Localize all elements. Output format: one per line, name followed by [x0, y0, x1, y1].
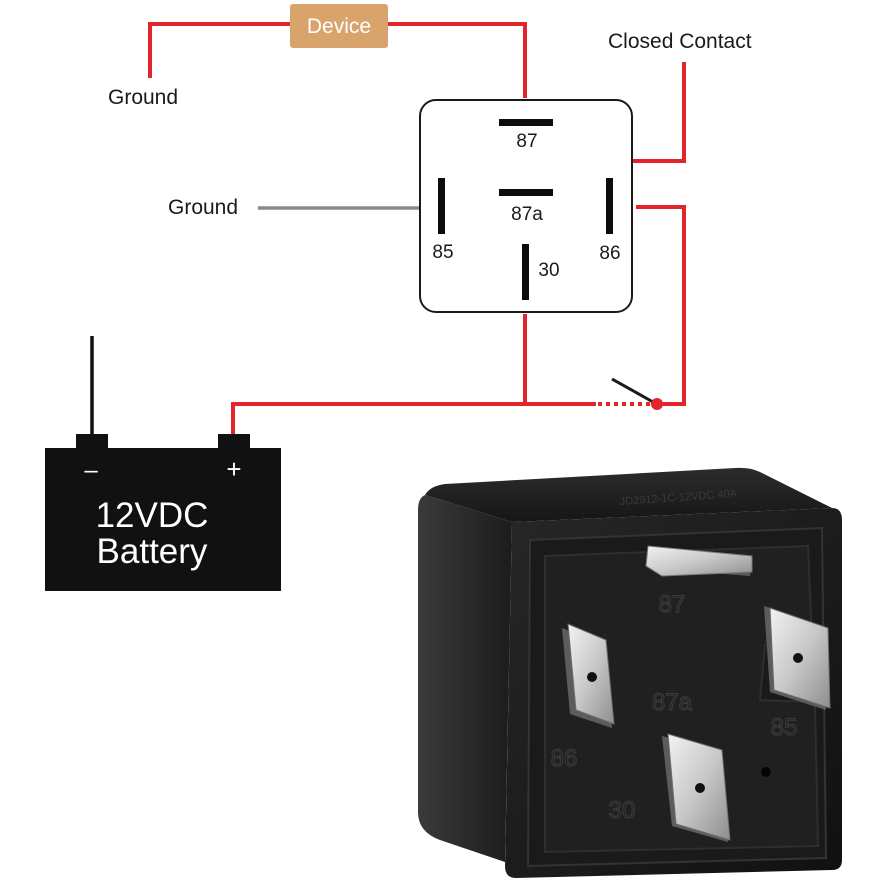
pin-87-bar: [499, 119, 553, 126]
battery: – + 12VDC Battery: [45, 434, 281, 591]
relay-left-face: [418, 495, 512, 862]
photo-pin-30-label: 30: [609, 797, 636, 824]
battery-label-line2: Battery: [97, 532, 208, 571]
battery-plus-sign: +: [226, 454, 241, 484]
relay-top-face: [425, 467, 832, 522]
pin-87a-label: 87a: [511, 204, 543, 225]
switch-contact-dot: [651, 398, 663, 410]
pin-85-label: 85: [432, 242, 453, 263]
pin-87a-bar: [499, 189, 553, 196]
pin-86-bar: [606, 178, 613, 234]
photo-pin-85-label: 85: [771, 714, 798, 741]
pin-30-bar: [522, 244, 529, 300]
photo-terminal-85: [764, 606, 831, 710]
wire-ground-to-device: [148, 22, 290, 78]
battery-minus-sign: –: [84, 457, 98, 484]
battery-pos-terminal: [218, 434, 250, 450]
ground-top-label: Ground: [108, 86, 178, 109]
photo-pin-86-label: 86: [551, 745, 578, 772]
pin-87-label: 87: [516, 131, 537, 152]
pin-85-bar: [438, 178, 445, 234]
wire-battery-plus: [231, 402, 596, 438]
device-label: Device: [307, 15, 371, 38]
switch-lever: [611, 377, 654, 404]
pin-30-label: 30: [538, 260, 559, 281]
pin-86-label: 86: [599, 243, 620, 264]
wire-86-to-switch: [636, 205, 686, 406]
relay-photo: JD2912-1C-12VDC 40A 87 87a 86 85 30: [418, 467, 842, 878]
photo-pin-87-label: 87: [659, 591, 686, 618]
device-box: Device: [290, 4, 388, 48]
photo-pin-87a-label: 87a: [652, 689, 693, 716]
battery-body: [45, 448, 281, 591]
battery-label-line1: 12VDC: [96, 496, 209, 535]
photo-terminal-30: [662, 733, 731, 842]
ground-mid-label: Ground: [168, 196, 238, 219]
relay-schematic: 87 87a 85 86 30: [419, 99, 633, 313]
battery-neg-terminal: [76, 434, 108, 450]
wire-device-to-87: [388, 22, 527, 98]
photo-terminal-86: [562, 623, 615, 728]
photo-terminal-87: [645, 545, 753, 577]
closed-contact-label: Closed Contact: [608, 30, 752, 53]
